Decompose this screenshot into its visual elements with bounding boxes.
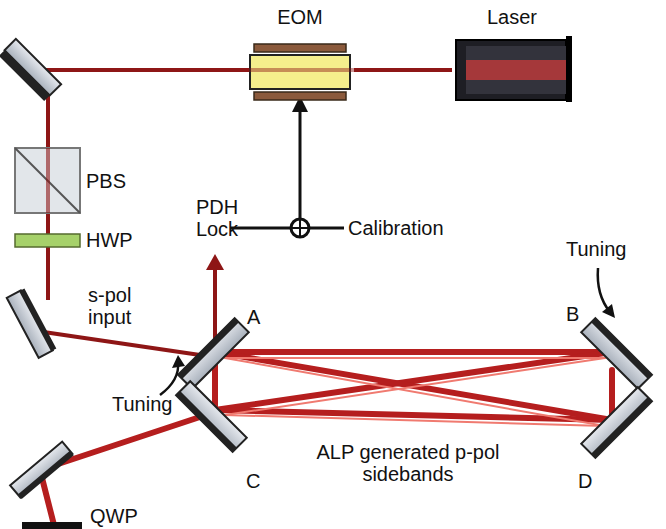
tuning-arrow bbox=[598, 268, 610, 312]
part-label: PBS bbox=[86, 170, 126, 192]
mirror-b bbox=[581, 318, 652, 389]
cavity-beams bbox=[40, 352, 612, 529]
laser-source: Laser bbox=[452, 6, 572, 102]
part-label: D bbox=[578, 470, 592, 492]
part-label: PDH Lock bbox=[186, 196, 248, 240]
eom-modulator: EOM bbox=[246, 6, 354, 102]
part-label: s-pol input bbox=[88, 284, 162, 328]
part-label: Tuning bbox=[566, 238, 626, 260]
part-title: Laser bbox=[452, 6, 572, 29]
pbs-cube bbox=[15, 148, 80, 213]
mirror bbox=[0, 39, 61, 101]
laser-beam bbox=[30, 330, 200, 355]
qwp-plate bbox=[22, 522, 82, 529]
pdh-beam bbox=[213, 268, 217, 345]
mirror-d bbox=[581, 387, 652, 458]
mirror bbox=[7, 288, 57, 357]
part-label: B bbox=[566, 303, 579, 325]
part-label: HWP bbox=[86, 229, 133, 251]
part-label: C bbox=[246, 470, 260, 492]
part-title: EOM bbox=[246, 6, 354, 29]
signal-wire bbox=[299, 100, 302, 228]
signal-wire bbox=[230, 227, 344, 230]
part-label: Calibration bbox=[348, 217, 444, 239]
mirror-c bbox=[176, 381, 247, 452]
part-label: QWP bbox=[90, 505, 138, 527]
hwp-plate bbox=[15, 234, 80, 247]
laser-beam bbox=[354, 68, 452, 72]
mirror bbox=[10, 442, 74, 499]
part-label: Tuning bbox=[112, 393, 172, 415]
mirror-a bbox=[178, 318, 249, 389]
part-label: ALP generated p-pol sidebands bbox=[298, 441, 518, 485]
part-label: A bbox=[247, 306, 260, 328]
